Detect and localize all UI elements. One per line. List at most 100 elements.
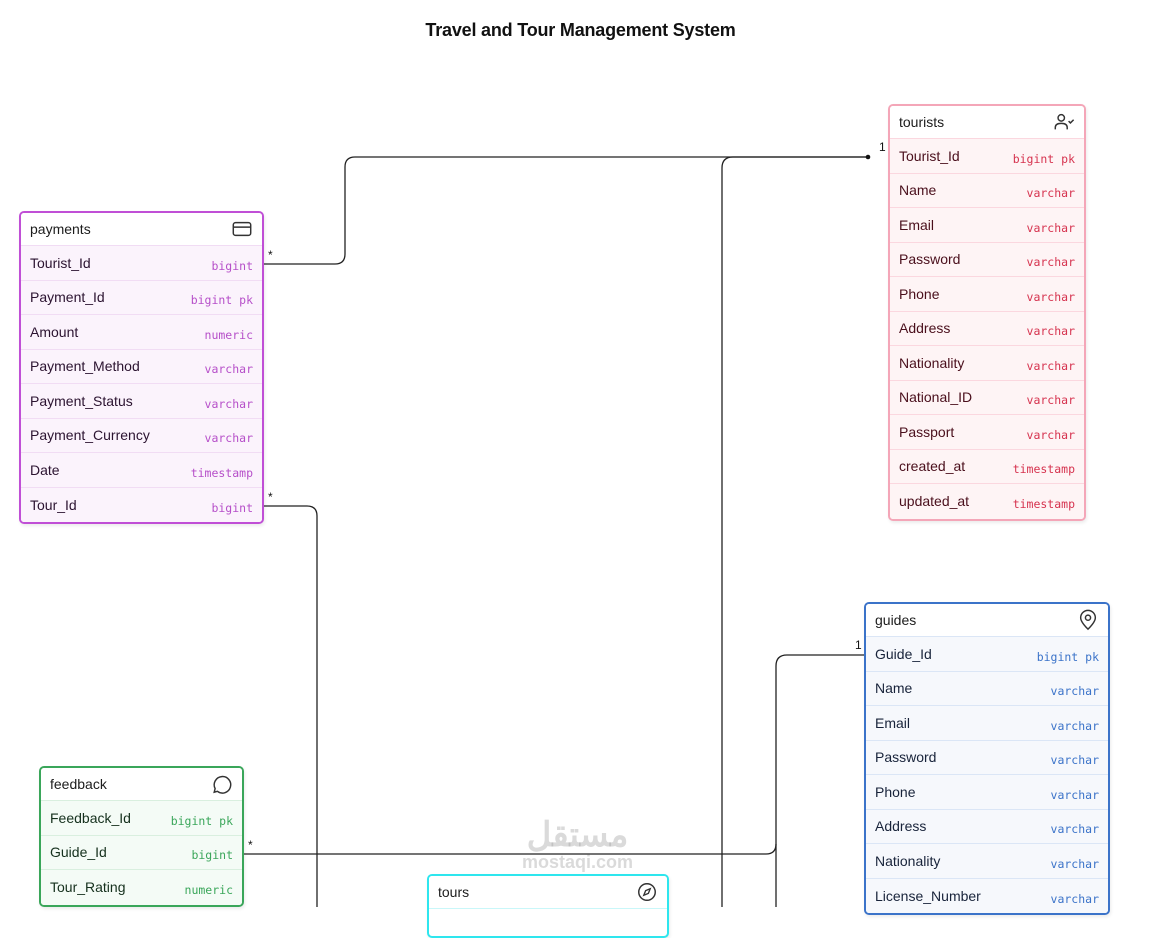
table-header[interactable]: tourists	[890, 106, 1084, 139]
watermark: مستقل mostaqi.com	[505, 818, 650, 872]
field-name: Tour_Rating	[50, 879, 126, 896]
field-name: Guide_Id	[875, 645, 932, 662]
field-type: timestamp	[1012, 497, 1075, 512]
field-type: varchar	[1026, 220, 1075, 235]
table-header[interactable]: guides	[866, 604, 1108, 637]
map-pin-icon	[1079, 609, 1097, 631]
field-type: varchar	[1026, 324, 1075, 339]
field-type: numeric	[204, 327, 253, 342]
table-row-email[interactable]: Email varchar	[890, 208, 1084, 243]
field-name: Payment_Status	[30, 392, 133, 409]
field-type: bigint pk	[1012, 151, 1075, 166]
table-row-guide-id[interactable]: Guide_Id bigint	[41, 835, 242, 870]
field-type: varchar	[1026, 255, 1075, 270]
table-row-guide-id[interactable]: Guide_Id bigint pk	[866, 637, 1108, 672]
field-name: Amount	[30, 323, 79, 340]
field-name: Address	[875, 818, 927, 835]
cardinality-many: *	[248, 838, 253, 852]
relation-payments-tours	[259, 505, 318, 907]
field-type: varchar	[1026, 358, 1075, 373]
relation-payments-tourists	[259, 156, 868, 265]
field-name: Name	[899, 182, 937, 199]
field-type: bigint pk	[190, 293, 253, 308]
field-type: varchar	[1050, 787, 1099, 802]
field-name: Guide_Id	[50, 844, 107, 861]
field-type: timestamp	[1012, 462, 1075, 477]
field-type: bigint	[191, 848, 233, 863]
table-header[interactable]: tours	[429, 876, 667, 909]
table-row-tour-id[interactable]: Tour_Id bigint	[21, 487, 262, 522]
table-name: guides	[875, 612, 917, 628]
table-row-updated-at[interactable]: updated_at timestamp	[890, 484, 1084, 519]
table-tours[interactable]: tours	[427, 874, 669, 938]
field-type: varchar	[1026, 186, 1075, 201]
table-row-nationality[interactable]: Nationality varchar	[890, 346, 1084, 381]
field-name: updated_at	[899, 493, 970, 510]
field-type: varchar	[1050, 753, 1099, 768]
table-row-amount[interactable]: Amount numeric	[21, 315, 262, 350]
credit-card-icon	[232, 221, 252, 237]
table-row-name[interactable]: Name varchar	[890, 173, 1084, 208]
table-row-tour-rating[interactable]: Tour_Rating numeric	[41, 870, 242, 905]
table-row-created-at[interactable]: created_at timestamp	[890, 449, 1084, 484]
table-name: payments	[30, 221, 91, 237]
field-type: varchar	[204, 431, 253, 446]
field-type: varchar	[1050, 891, 1099, 906]
cardinality-many: *	[268, 490, 273, 504]
field-name: Feedback_Id	[50, 809, 131, 826]
table-header[interactable]: feedback	[41, 768, 242, 801]
compass-icon	[638, 883, 656, 901]
field-type: bigint	[211, 500, 253, 515]
field-name: Email	[899, 216, 935, 233]
table-header[interactable]: payments	[21, 213, 262, 246]
watermark-latin: mostaqi.com	[521, 852, 634, 872]
field-name: Passport	[899, 423, 955, 440]
relation-endpoint	[865, 154, 871, 160]
message-circle-icon	[213, 775, 232, 794]
field-type: numeric	[184, 883, 233, 898]
field-name: Phone	[875, 783, 916, 800]
field-type: varchar	[204, 396, 253, 411]
table-row-phone[interactable]: Phone varchar	[866, 775, 1108, 810]
table-row-tourist-id[interactable]: Tourist_Id bigint	[21, 246, 262, 281]
field-type: varchar	[1050, 684, 1099, 699]
cardinality-many: *	[268, 248, 273, 262]
field-type: varchar	[1050, 822, 1099, 837]
field-name: Tour_Id	[30, 496, 77, 513]
table-row-address[interactable]: Address varchar	[866, 809, 1108, 844]
field-name: Name	[875, 680, 913, 697]
table-row-national-id[interactable]: National_ID varchar	[890, 380, 1084, 415]
field-type: varchar	[1026, 393, 1075, 408]
field-name: Nationality	[899, 354, 965, 371]
field-name: Email	[875, 714, 911, 731]
field-name: created_at	[899, 458, 966, 475]
table-row-name[interactable]: Name varchar	[866, 671, 1108, 706]
field-type: bigint pk	[1036, 649, 1099, 664]
field-name: Phone	[899, 285, 940, 302]
field-name: National_ID	[899, 389, 973, 406]
table-name: tours	[438, 884, 470, 900]
field-type: bigint	[211, 258, 253, 273]
table-row-payment-status[interactable]: Payment_Status varchar	[21, 384, 262, 419]
table-row-tourist-id[interactable]: Tourist_Id bigint pk	[890, 139, 1084, 174]
table-name: tourists	[899, 114, 945, 130]
field-name: Tourist_Id	[899, 147, 960, 164]
field-name: Tourist_Id	[30, 254, 91, 271]
